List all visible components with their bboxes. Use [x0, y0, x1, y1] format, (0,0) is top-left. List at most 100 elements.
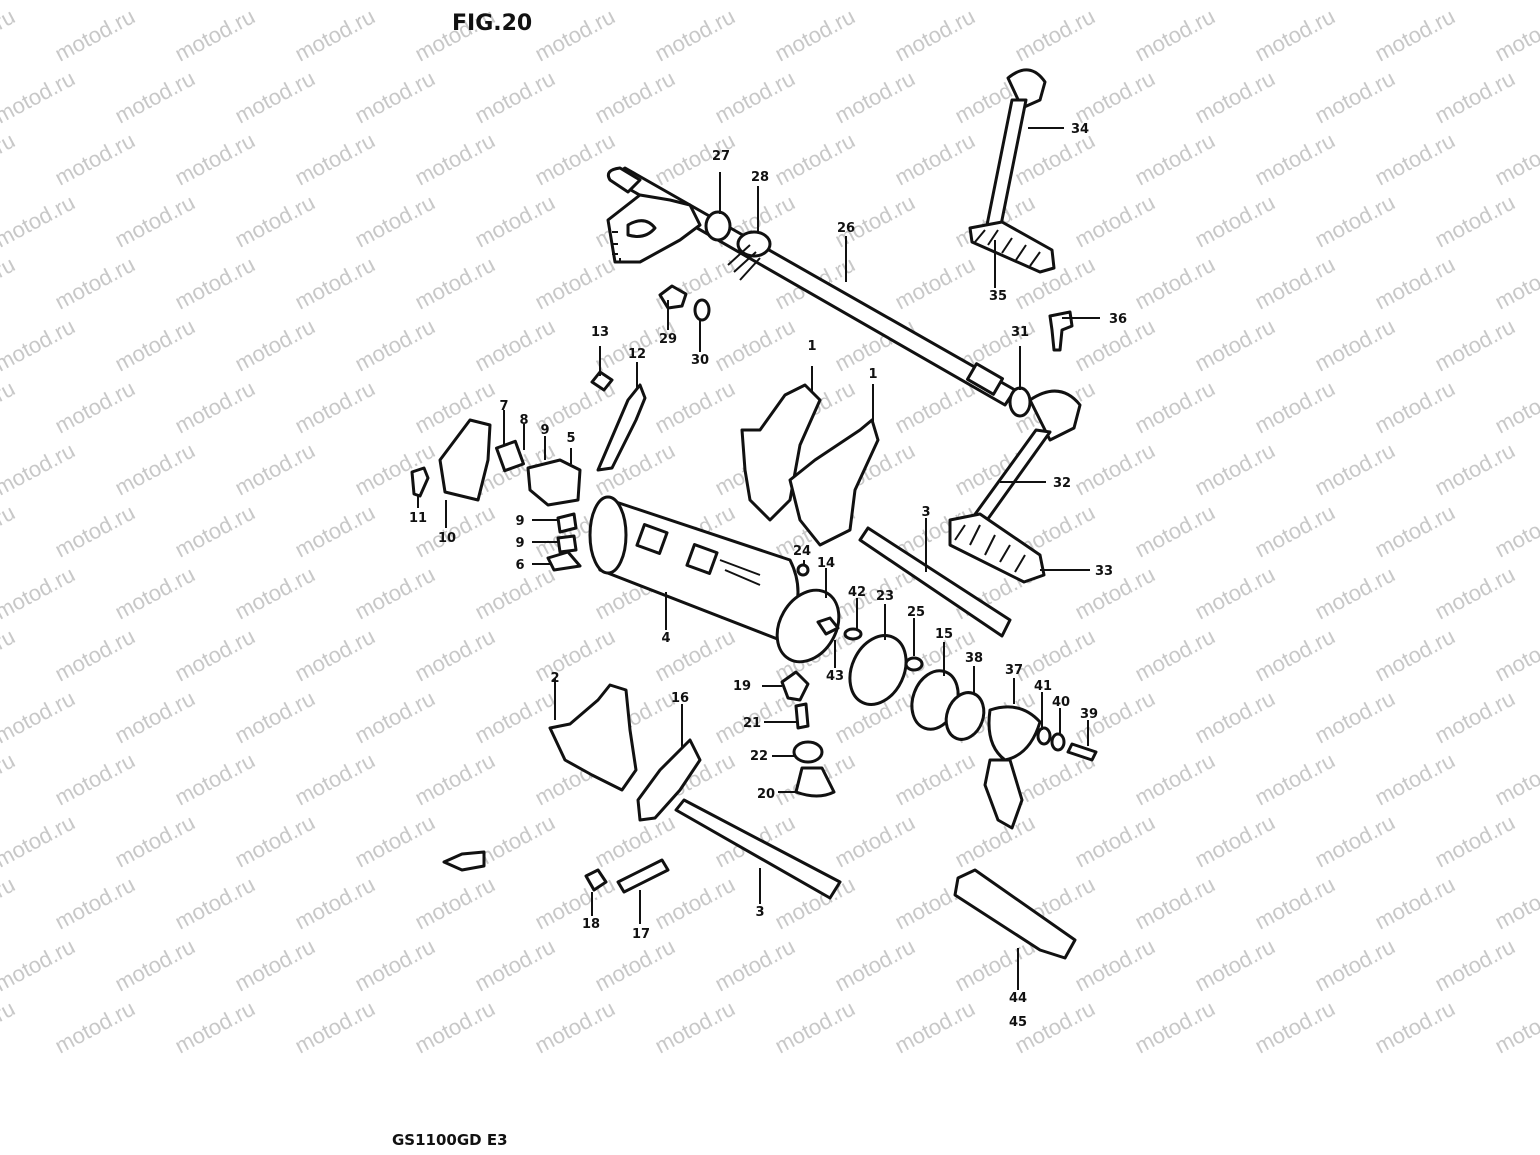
watermark-text: motod.ru	[51, 624, 139, 687]
watermark-text: motod.ru	[111, 562, 199, 625]
gear-shift-cam	[588, 495, 800, 642]
watermark-text: motod.ru	[291, 500, 379, 563]
watermark-text: motod.ru	[531, 128, 619, 191]
callout-1b: 1	[868, 367, 877, 382]
return-spring	[727, 230, 772, 281]
callout-21: 21	[743, 716, 761, 731]
watermark-text: motod.ru	[1131, 4, 1219, 67]
callout-4: 4	[661, 631, 670, 646]
watermark-text: motod.ru	[171, 624, 259, 687]
watermark-text: motod.ru	[51, 872, 139, 935]
callout-3b: 3	[755, 905, 764, 920]
watermark-text: motod.ru	[891, 4, 979, 67]
watermark-text: motod.ru	[651, 872, 739, 935]
footrest-bolt	[1048, 310, 1074, 352]
watermark-text: motod.ru	[231, 438, 319, 501]
cam-stopper-bolt	[780, 670, 810, 702]
watermark-text: motod.ru	[231, 810, 319, 873]
watermark-text: motod.ru	[291, 624, 379, 687]
watermark-text: motod.ru	[51, 500, 139, 563]
watermark-text: motod.ru	[0, 128, 19, 191]
watermark-text: motod.ru	[291, 252, 379, 315]
watermark-text: motod.ru	[1191, 314, 1279, 377]
watermark-text: motod.ru	[0, 686, 79, 749]
watermark-text: motod.ru	[1131, 128, 1219, 191]
shaft-arm	[606, 193, 732, 264]
washer-small	[843, 627, 863, 641]
gear-shift-fork-upper	[740, 383, 880, 547]
shift-pawl-assembly	[494, 439, 582, 507]
watermark-text: motod.ru	[411, 252, 499, 315]
watermark-text: motod.ru	[1311, 562, 1399, 625]
watermark-text: motod.ru	[51, 4, 139, 67]
watermark-text: motod.ru	[1251, 252, 1339, 315]
watermark-text: motod.ru	[1491, 376, 1540, 439]
watermark-text: motod.ru	[1251, 996, 1339, 1059]
watermark-text: motod.ru	[471, 314, 559, 377]
watermark-text: motod.ru	[711, 934, 799, 997]
gear-shift-arm	[636, 738, 702, 822]
watermark-text: motod.ru	[651, 4, 739, 67]
spring-pin	[584, 868, 608, 892]
watermark-text: motod.ru	[1491, 500, 1540, 563]
pawl-pin	[556, 534, 578, 554]
cam-stopper-spring	[794, 702, 810, 730]
watermark-text: motod.ru	[0, 500, 19, 563]
callout-14: 14	[817, 556, 835, 571]
gear-shift-lever	[948, 389, 1082, 584]
watermark-text: motod.ru	[831, 810, 919, 873]
callout-27: 27	[712, 149, 730, 164]
stopper-bolt	[658, 284, 711, 322]
watermark-text: motod.ru	[231, 66, 319, 129]
watermark-text: motod.ru	[351, 190, 439, 253]
callout-12: 12	[628, 347, 646, 362]
watermark-text: motod.ru	[471, 190, 559, 253]
watermark-text: motod.ru	[411, 128, 499, 191]
watermark-text: motod.ru	[291, 4, 379, 67]
watermark-text: motod.ru	[1071, 438, 1159, 501]
watermark-text: motod.ru	[291, 996, 379, 1059]
watermark-text: motod.ru	[1431, 686, 1519, 749]
watermark-text: motod.ru	[1371, 500, 1459, 563]
callout-40: 40	[1052, 695, 1070, 710]
watermark-text: motod.ru	[231, 314, 319, 377]
watermark-text: motod.ru	[171, 996, 259, 1059]
watermark-text: motod.ru	[1191, 686, 1279, 749]
watermark-text: motod.ru	[231, 562, 319, 625]
screw	[410, 466, 430, 498]
watermark-text: motod.ru	[1491, 128, 1540, 191]
callout-45: 45	[1009, 1015, 1027, 1030]
gear-shift-cam-stopper-plate	[438, 418, 492, 502]
footrest-upper	[968, 68, 1056, 274]
callout-23: 23	[876, 589, 894, 604]
watermark-text: motod.ru	[0, 190, 79, 253]
watermark-text: motod.ru	[1191, 934, 1279, 997]
watermark-text: motod.ru	[1491, 624, 1540, 687]
watermark-text: motod.ru	[291, 376, 379, 439]
watermark-text: motod.ru	[291, 748, 379, 811]
watermark-text: motod.ru	[0, 810, 79, 873]
callout-10: 10	[438, 531, 456, 546]
watermark-text: motod.ru	[1371, 748, 1459, 811]
watermark-text: motod.ru	[111, 314, 199, 377]
callout-31: 31	[1011, 325, 1029, 340]
watermark-text: motod.ru	[1311, 314, 1399, 377]
watermark-text: motod.ru	[951, 0, 1039, 4]
watermark-text: motod.ru	[1491, 872, 1540, 935]
watermark-text: motod.ru	[531, 624, 619, 687]
watermark-text: motod.ru	[1071, 934, 1159, 997]
callout-8: 8	[519, 413, 528, 428]
cam-driven-gear	[848, 634, 908, 706]
callout-15: 15	[935, 627, 953, 642]
leader-lines	[417, 127, 1100, 990]
watermark-text: motod.ru	[591, 934, 679, 997]
watermark-text: motod.ru	[0, 996, 19, 1059]
callout-16: 16	[671, 691, 689, 706]
watermark-text: motod.ru	[411, 624, 499, 687]
watermark-text: motod.ru	[171, 252, 259, 315]
watermark-text: motod.ru	[351, 810, 439, 873]
watermark-text: motod.ru	[1491, 4, 1540, 67]
watermark-text: motod.ru	[111, 0, 199, 4]
watermark-text: motod.ru	[0, 438, 79, 501]
